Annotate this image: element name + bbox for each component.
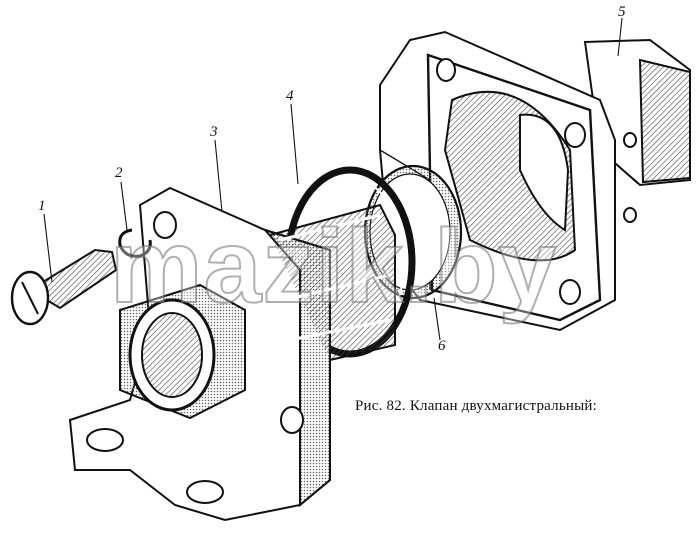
callout-4: 4 bbox=[286, 88, 294, 104]
callout-2: 2 bbox=[115, 165, 123, 181]
leader-lines bbox=[43, 17, 623, 341]
figure-caption: Рис. 82. Клапан двухмагистральный: bbox=[355, 398, 597, 414]
screw-part bbox=[10, 248, 118, 326]
callout-1: 1 bbox=[38, 198, 46, 214]
callout-3: 3 bbox=[210, 124, 218, 140]
watermark-text: mazik.by bbox=[109, 208, 558, 326]
spring-clip-part bbox=[118, 228, 152, 258]
callout-5: 5 bbox=[618, 4, 626, 20]
callout-6: 6 bbox=[438, 338, 446, 354]
valve-housing-part bbox=[68, 186, 396, 522]
